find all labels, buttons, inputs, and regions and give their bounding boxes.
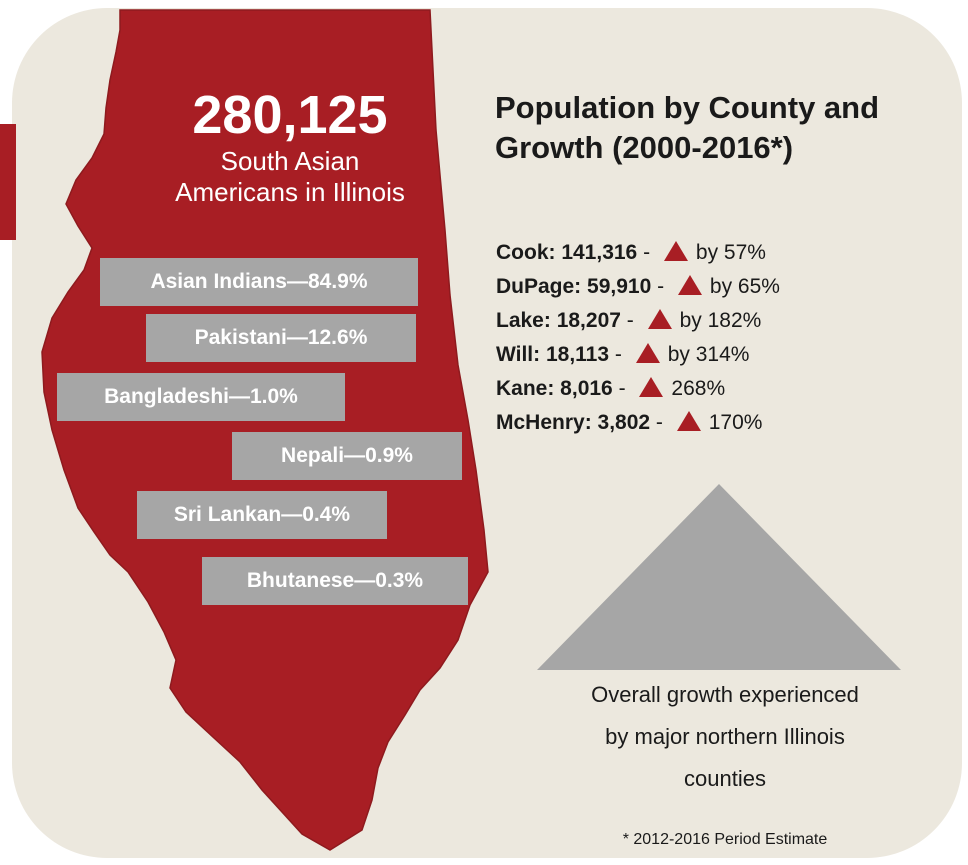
group-nepali: Nepali—0.9%	[232, 432, 462, 480]
up-triangle-icon	[676, 411, 701, 431]
up-triangle-icon	[663, 241, 688, 261]
county-row-cook: Cook: 141,316 - by 57%	[496, 236, 946, 270]
county-list: Cook: 141,316 - by 57% DuPage: 59,910 - …	[496, 236, 946, 440]
group-pakistani: Pakistani—12.6%	[146, 314, 416, 362]
group-bhutanese: Bhutanese—0.3%	[202, 557, 468, 605]
group-asian-indians: Asian Indians—84.9%	[100, 258, 418, 306]
county-separator: -	[650, 411, 669, 434]
county-separator: -	[609, 343, 628, 366]
caption-line-2: Americans in Illinois	[175, 177, 405, 207]
up-triangle-icon	[639, 377, 664, 397]
large-triangle-icon	[537, 484, 901, 670]
county-growth: by 182%	[679, 309, 762, 332]
county-row-mchenry: McHenry: 3,802 - 170%	[496, 406, 946, 440]
county-name: Cook: 141,316	[496, 241, 638, 264]
county-growth: 170%	[708, 411, 763, 434]
county-name: Lake: 18,207	[496, 309, 621, 332]
footnote: * 2012-2016 Period Estimate	[622, 831, 828, 848]
county-growth: by 65%	[709, 275, 780, 298]
growth-caption-line-2: by major northern Illinois	[605, 724, 845, 749]
county-separator: -	[651, 275, 670, 298]
group-bangladeshi: Bangladeshi—1.0%	[57, 373, 345, 421]
county-name: McHenry: 3,802	[496, 411, 651, 434]
county-separator: -	[637, 241, 656, 264]
county-growth: by 57%	[695, 241, 766, 264]
section-title-line-2: Growth (2000-2016*)	[495, 130, 794, 165]
county-growth: by 314%	[667, 343, 750, 366]
total-population-caption: South Asian Americans in Illinois	[130, 146, 450, 208]
up-triangle-icon	[677, 275, 702, 295]
county-row-dupage: DuPage: 59,910 - by 65%	[496, 270, 946, 304]
county-growth: 268%	[671, 377, 726, 400]
group-sri-lankan: Sri Lankan—0.4%	[137, 491, 387, 539]
side-accent-tab	[0, 124, 16, 240]
county-row-lake: Lake: 18,207 - by 182%	[496, 304, 946, 338]
county-name: Will: 18,113	[496, 343, 610, 366]
county-name: Kane: 8,016	[496, 377, 613, 400]
up-triangle-icon	[647, 309, 672, 329]
growth-caption-line-3: counties	[684, 766, 766, 791]
section-title: Population by County and Growth (2000-20…	[495, 88, 955, 168]
section-title-line-1: Population by County and	[495, 90, 880, 125]
county-separator: -	[620, 309, 640, 332]
growth-caption-line-1: Overall growth experienced	[591, 682, 859, 707]
up-triangle-icon	[635, 343, 660, 363]
county-row-kane: Kane: 8,016 - 268%	[496, 372, 946, 406]
growth-caption: Overall growth experienced by major nort…	[525, 674, 925, 800]
county-row-will: Will: 18,113 - by 314%	[496, 338, 946, 372]
county-separator: -	[612, 377, 632, 400]
county-name: DuPage: 59,910	[496, 275, 652, 298]
caption-line-1: South Asian	[220, 146, 360, 176]
total-population: 280,125	[192, 85, 388, 145]
